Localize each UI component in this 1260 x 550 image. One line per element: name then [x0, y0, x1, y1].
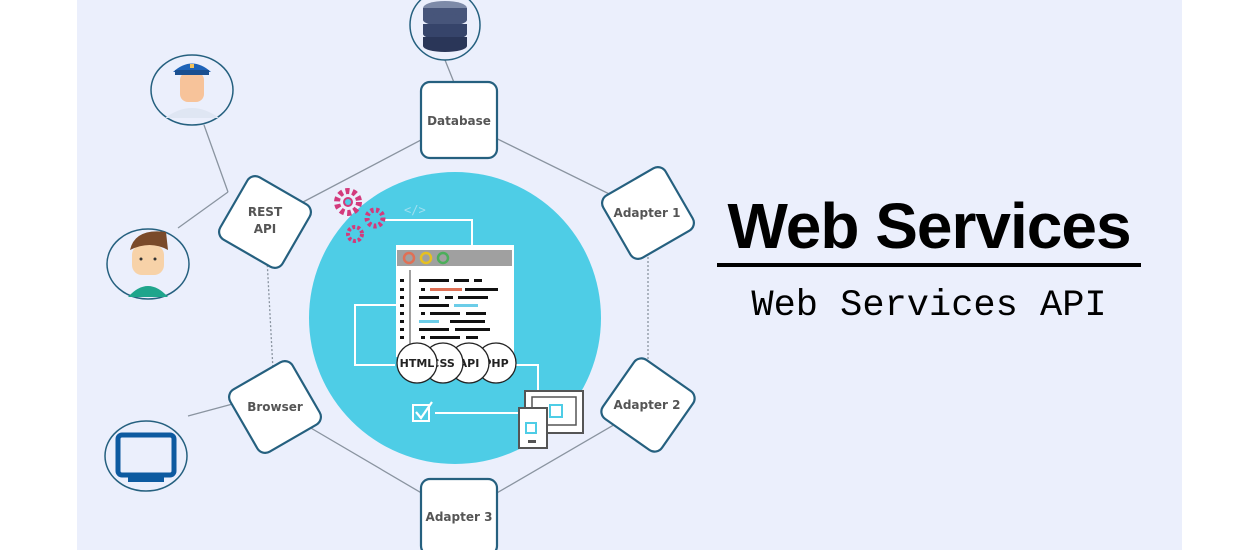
flow-lines: [354, 219, 539, 414]
code-tag-icon: </>: [404, 203, 426, 217]
node-rest-api: [218, 175, 312, 269]
background-panel: [77, 0, 1182, 550]
node-adapter-3: [419, 477, 499, 550]
chip-html: [396, 342, 438, 384]
adapter-2-label: Adapter 2: [614, 398, 681, 412]
adapter-3-label: Adapter 3: [426, 510, 493, 524]
user-avatar-icon: [106, 228, 190, 300]
chip-html-label: HTML: [400, 357, 435, 370]
node-database: [419, 80, 499, 160]
rest-label-line1: REST: [248, 205, 283, 219]
monitor-icon: [104, 420, 188, 492]
page-subtitle: Web Services API: [751, 285, 1107, 327]
node-adapter-1: [601, 166, 695, 260]
chip-php-label: PHP: [483, 357, 508, 370]
gears-icon: [334, 188, 386, 243]
title-underline: [717, 263, 1141, 267]
page-title: Web Services: [727, 190, 1131, 262]
checkbox-icon: [412, 401, 433, 422]
database-icon: [409, 0, 481, 61]
rest-label-line2: API: [254, 222, 277, 236]
tech-chips: PHP API CSS HTML: [396, 342, 517, 384]
devices-icon: [518, 390, 584, 449]
node-browser: [228, 360, 322, 454]
node-adapter-2: [600, 357, 696, 453]
code-window-icon: [396, 245, 514, 357]
browser-label: Browser: [247, 400, 303, 414]
adapter-1-label: Adapter 1: [614, 206, 681, 220]
officer-avatar-icon: [150, 54, 234, 126]
database-label: Database: [427, 114, 491, 128]
chip-api-label: API: [459, 357, 480, 370]
